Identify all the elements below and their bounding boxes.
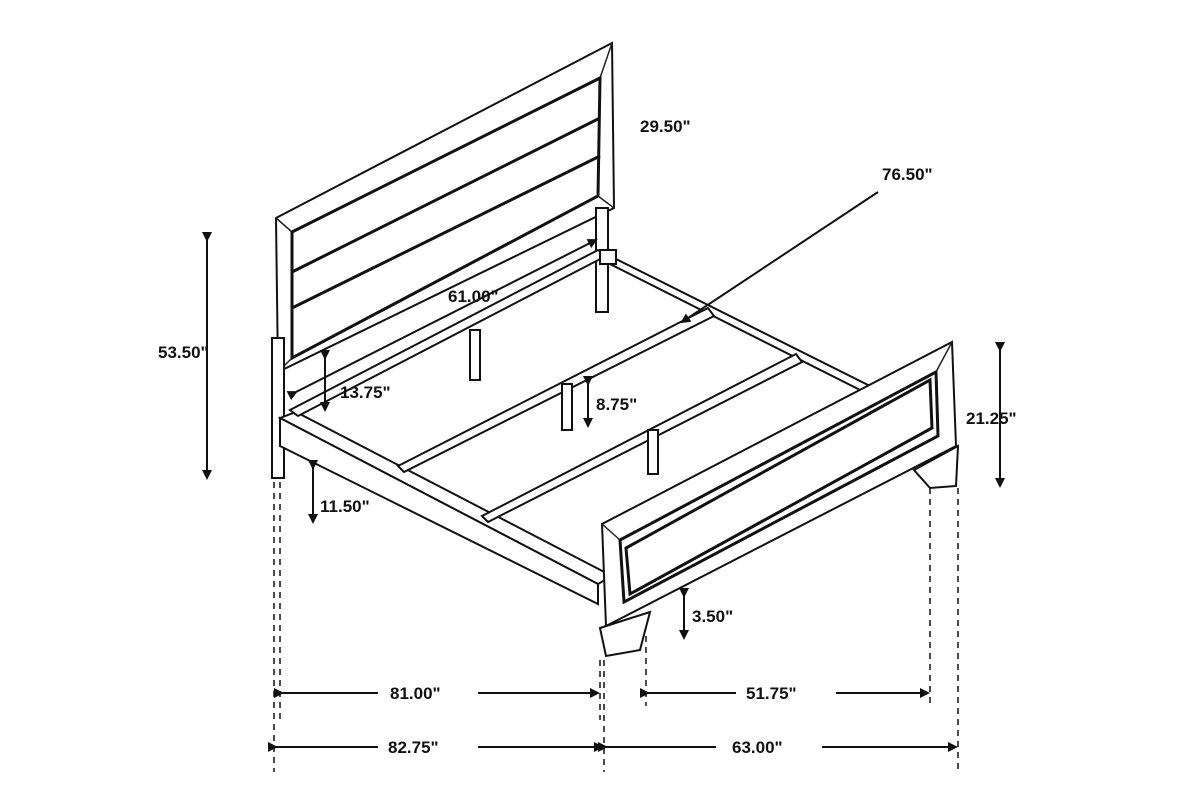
label-frame-length: 76.50"	[882, 165, 933, 184]
label-slat-height: 8.75"	[596, 395, 637, 414]
label-inner-width: 61.00"	[448, 287, 499, 306]
label-rail-clearance: 13.75"	[340, 383, 391, 402]
label-headboard-width: 29.50"	[640, 117, 691, 136]
label-inner-depth: 51.75"	[746, 684, 797, 703]
dimension-labels: 29.50" 76.50" 61.00" 53.50" 13.75" 8.75"…	[158, 117, 1017, 757]
label-total-height: 53.50"	[158, 343, 209, 362]
label-outer-width: 63.00"	[732, 738, 783, 757]
footboard	[598, 340, 960, 658]
label-outer-length: 82.75"	[388, 738, 439, 757]
label-inner-length: 81.00"	[390, 684, 441, 703]
label-side-height: 11.50"	[320, 497, 370, 516]
label-footboard-height: 21.25"	[966, 409, 1017, 428]
dimension-lines	[202, 191, 1005, 772]
label-foot-height: 3.50"	[692, 607, 733, 626]
